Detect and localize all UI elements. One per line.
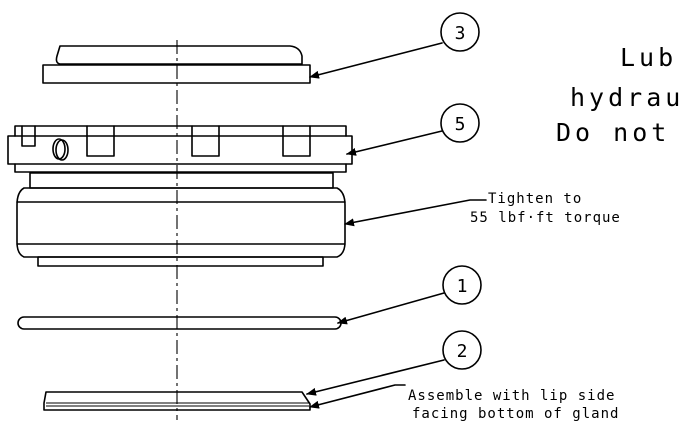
tighten-note-line-2: 55 lbf·ft torque: [470, 210, 621, 226]
balloon-1: 1: [337, 265, 482, 325]
tighten-leader: [344, 199, 487, 227]
balloon-3: 3: [309, 12, 480, 79]
balloon-5-label: 5: [455, 114, 466, 135]
assemble-leader: [309, 384, 406, 409]
assemble-note: Assemble with lip side facing bottom of …: [408, 388, 619, 422]
part-5-castle-nut: [7, 125, 353, 173]
balloon-3-label: 3: [455, 23, 466, 44]
balloon-2-label: 2: [457, 341, 468, 362]
lubricate-note-line-1: Lubr: [620, 43, 680, 72]
lubricate-note-line-2: hydrau: [570, 83, 680, 112]
tighten-note: Tighten to 55 lbf·ft torque: [470, 191, 621, 226]
lubricate-note-line-3: Do not: [556, 118, 670, 147]
assemble-note-line-1: Assemble with lip side: [408, 388, 615, 404]
balloon-2: 2: [306, 330, 482, 396]
balloon-1-label: 1: [457, 276, 468, 297]
part-1-o-ring: [17, 316, 342, 330]
gland-body: [16, 172, 346, 267]
assemble-note-line-2: facing bottom of gland: [412, 406, 619, 422]
part-3-cap: [42, 45, 311, 84]
balloon-5: 5: [346, 103, 480, 156]
lubricate-note: Lubr hydrau Do not: [556, 43, 680, 147]
part-2-lip-seal: [43, 391, 311, 411]
tighten-note-line-1: Tighten to: [488, 191, 582, 207]
